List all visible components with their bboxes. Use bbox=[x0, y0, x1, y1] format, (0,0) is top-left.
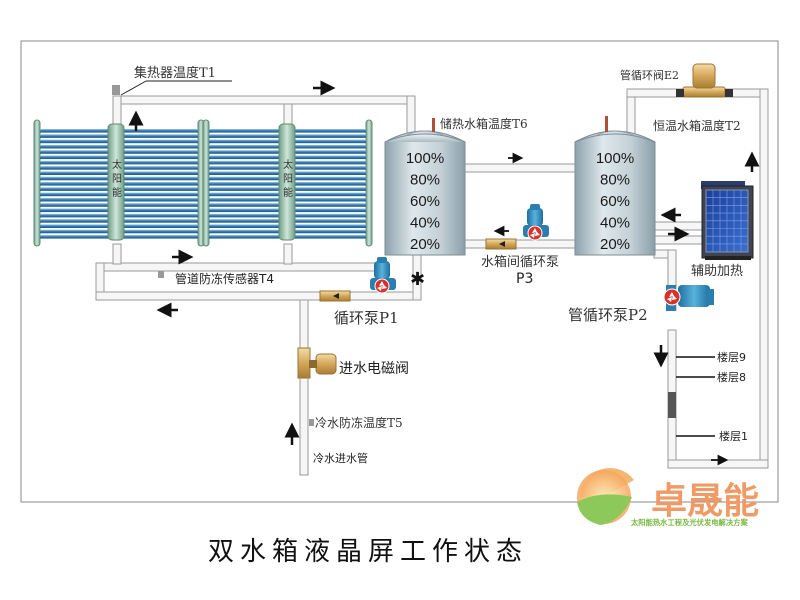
sensor-t5-label: 冷水防冻温度T5 bbox=[315, 415, 403, 430]
t6-probe-icon bbox=[432, 118, 435, 132]
pump-p1[interactable] bbox=[370, 257, 396, 294]
logo-name: 卓晟能 bbox=[651, 481, 759, 522]
valve-e2[interactable] bbox=[676, 63, 733, 98]
floor-riser bbox=[668, 392, 676, 418]
sensor-t2-label: 恒温水箱温度T2 bbox=[653, 118, 741, 133]
tank-level-80pct: 80% bbox=[600, 172, 630, 189]
storage-tank-levels: 100% 80% 60% 40% 20% bbox=[406, 150, 444, 253]
tank-level-100pct: 100% bbox=[596, 150, 634, 167]
valve-e2-label: 管循环阀E2 bbox=[620, 68, 679, 82]
cold-inlet-label: 冷水进水管 bbox=[313, 451, 368, 465]
collector-2-label: 太阳能 bbox=[283, 158, 293, 199]
storage-tank bbox=[384, 118, 466, 256]
tank-level-20pct: 20% bbox=[410, 236, 440, 253]
pump-p2-label: 管循环泵P2 bbox=[568, 306, 648, 324]
floor-9-label: 楼层9 bbox=[717, 350, 746, 364]
flow-arrows bbox=[128, 80, 760, 466]
tank-level-40pct: 40% bbox=[600, 215, 630, 232]
pump-p3[interactable] bbox=[523, 204, 549, 241]
tank-level-80pct: 80% bbox=[410, 172, 440, 189]
logo-tagline: 太阳能热水工程及光伏发电解决方案 bbox=[630, 518, 748, 527]
tank-level-60pct: 60% bbox=[410, 193, 440, 210]
heat-pump-label: 辅助加热 bbox=[691, 264, 743, 279]
inlet-solenoid-label: 进水电磁阀 bbox=[339, 361, 409, 377]
tank-level-40pct: 40% bbox=[410, 215, 440, 232]
brand-logo: 卓晟能 太阳能热水工程及光伏发电解决方案 bbox=[577, 467, 759, 527]
flow-meter-p3 bbox=[485, 238, 517, 250]
pump-p2[interactable] bbox=[663, 285, 714, 311]
sensor-t1-label: 集热器温度T1 bbox=[134, 65, 216, 81]
tank-level-60pct: 60% bbox=[600, 193, 630, 210]
pump-p3-label-line1: 水箱间循环泵 bbox=[481, 254, 559, 270]
constant-temp-tank-levels: 100% 80% 60% 40% 20% bbox=[596, 150, 634, 253]
t4-sensor-icon bbox=[158, 271, 164, 278]
floor-8-label: 楼层8 bbox=[717, 370, 746, 384]
heat-pump-unit[interactable] bbox=[701, 181, 754, 260]
sensor-t6-label: 储热水箱温度T6 bbox=[440, 116, 528, 131]
tank-level-20pct: 20% bbox=[600, 236, 630, 253]
pump-p1-label: 循环泵P1 bbox=[334, 309, 399, 327]
inlet-solenoid-valve[interactable] bbox=[297, 347, 337, 379]
pump-p3-label-line2: P3 bbox=[516, 271, 533, 287]
sensor-t4-label: 管道防冻传感器T4 bbox=[175, 271, 274, 286]
check-valve-icon: ✱ bbox=[410, 269, 425, 290]
tank-level-100pct: 100% bbox=[406, 150, 444, 167]
solar-collector-2 bbox=[202, 119, 373, 247]
diagram-title: 双水箱液晶屏工作状态 bbox=[208, 537, 528, 567]
constant-temp-tank bbox=[574, 116, 656, 256]
collector-1-label: 太阳能 bbox=[112, 158, 122, 199]
t5-sensor-icon bbox=[309, 419, 314, 426]
floor-1-label: 楼层1 bbox=[719, 429, 748, 443]
flow-meter-p1 bbox=[319, 290, 351, 302]
t1-sensor-icon bbox=[112, 85, 120, 95]
t2-probe-icon bbox=[605, 116, 608, 132]
